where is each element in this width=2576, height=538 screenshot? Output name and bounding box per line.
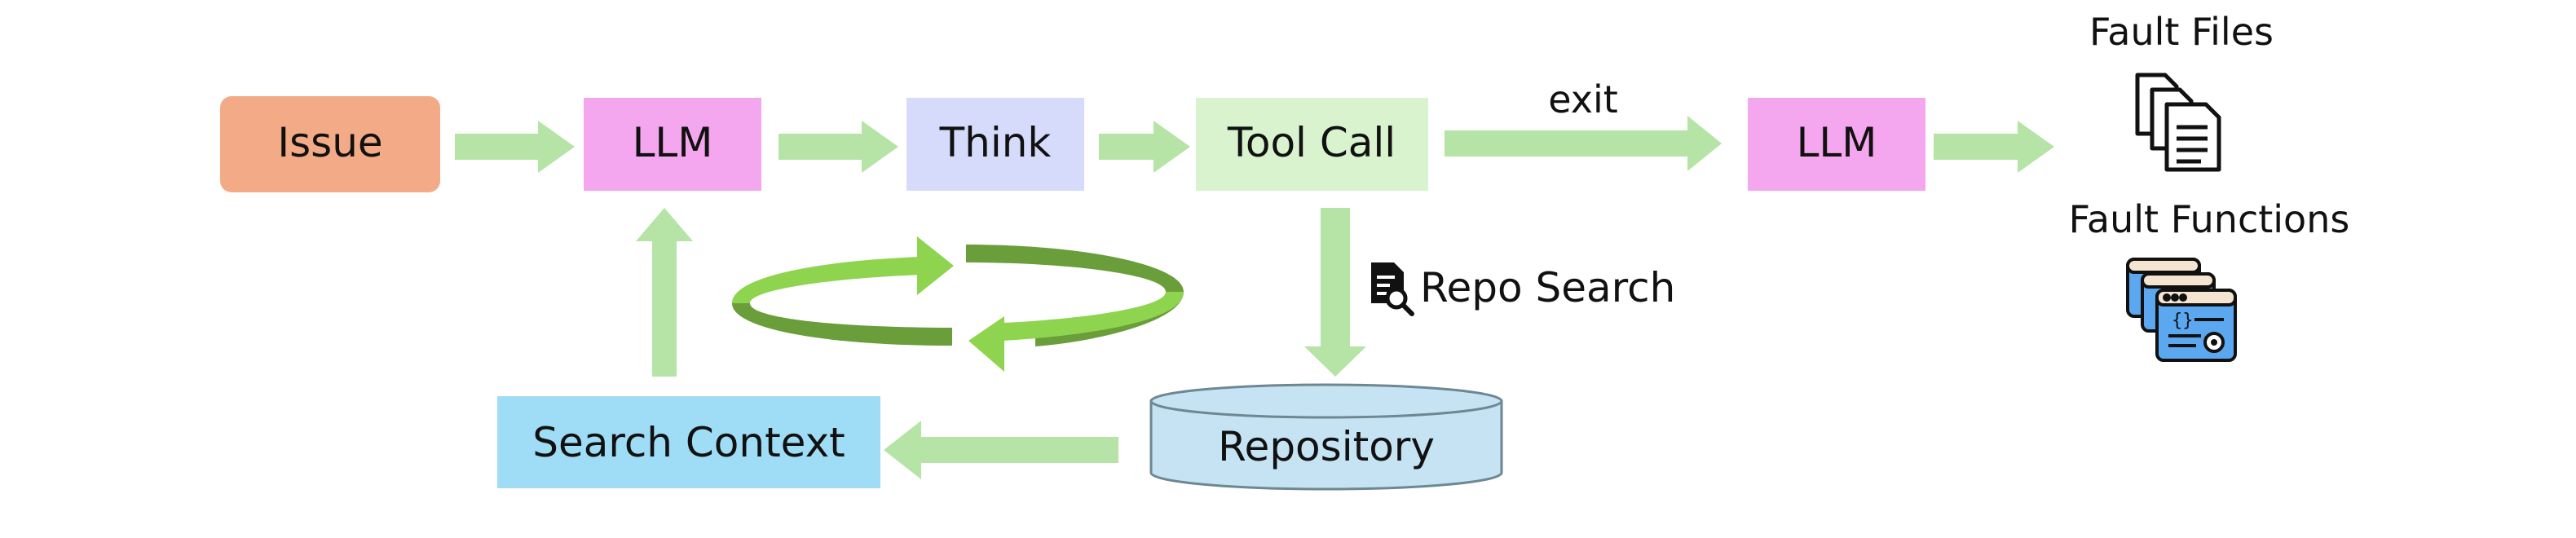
node-llm-2-box [1748, 98, 1925, 191]
output-fault-functions: Fault Functions {} [2069, 197, 2350, 362]
fault-files-label: Fault Files [2089, 10, 2274, 54]
arrow-search-context-to-llm [636, 208, 693, 377]
node-repository: Repository [1149, 383, 1503, 491]
node-search-context-box [497, 396, 880, 488]
arrow-repository-to-search-context [884, 421, 1118, 479]
repo-search-annotation: Repo Search [1371, 262, 1675, 316]
arrow-toolcall-to-repository [1304, 208, 1366, 377]
flow-arrows [455, 116, 2054, 479]
node-tool-call-label: Tool Call [1227, 119, 1396, 166]
svg-text:{}: {} [2172, 311, 2194, 331]
node-think-box [906, 98, 1084, 191]
documents-icon [2135, 73, 2221, 172]
output-fault-files: Fault Files [2089, 10, 2274, 172]
node-issue-label: Issue [277, 119, 382, 166]
arrow-toolcall-to-llm-exit [1445, 116, 1722, 171]
node-llm-1-box [584, 98, 761, 191]
node-search-context: Search Context [497, 396, 880, 488]
arrow-llm-to-think [779, 121, 898, 173]
node-llm-2: LLM [1748, 98, 1925, 191]
node-tool-call: Tool Call [1196, 98, 1428, 191]
fault-functions-label: Fault Functions [2069, 197, 2350, 241]
arrow-issue-to-llm [455, 121, 575, 173]
node-tool-call-box [1196, 98, 1428, 191]
repository-cylinder-body [1149, 399, 1503, 491]
repo-search-label: Repo Search [1420, 264, 1675, 311]
node-issue-box [220, 96, 440, 192]
node-repository-label: Repository [1218, 423, 1435, 470]
document-search-icon [1371, 262, 1414, 316]
code-windows-icon: {} [2126, 258, 2237, 362]
arrow-llm-to-outputs [1934, 121, 2054, 173]
cycle-arrows-icon [732, 236, 1184, 372]
node-think: Think [906, 98, 1084, 191]
arrow-think-to-toolcall [1099, 121, 1190, 173]
repository-cylinder-top [1149, 383, 1503, 419]
node-search-context-label: Search Context [532, 419, 845, 466]
exit-label: exit [1548, 77, 1618, 121]
node-think-label: Think [939, 119, 1052, 166]
node-llm-2-label: LLM [1797, 119, 1877, 166]
node-llm-1: LLM [584, 98, 761, 191]
node-issue: Issue [220, 96, 440, 192]
node-llm-1-label: LLM [633, 119, 713, 166]
